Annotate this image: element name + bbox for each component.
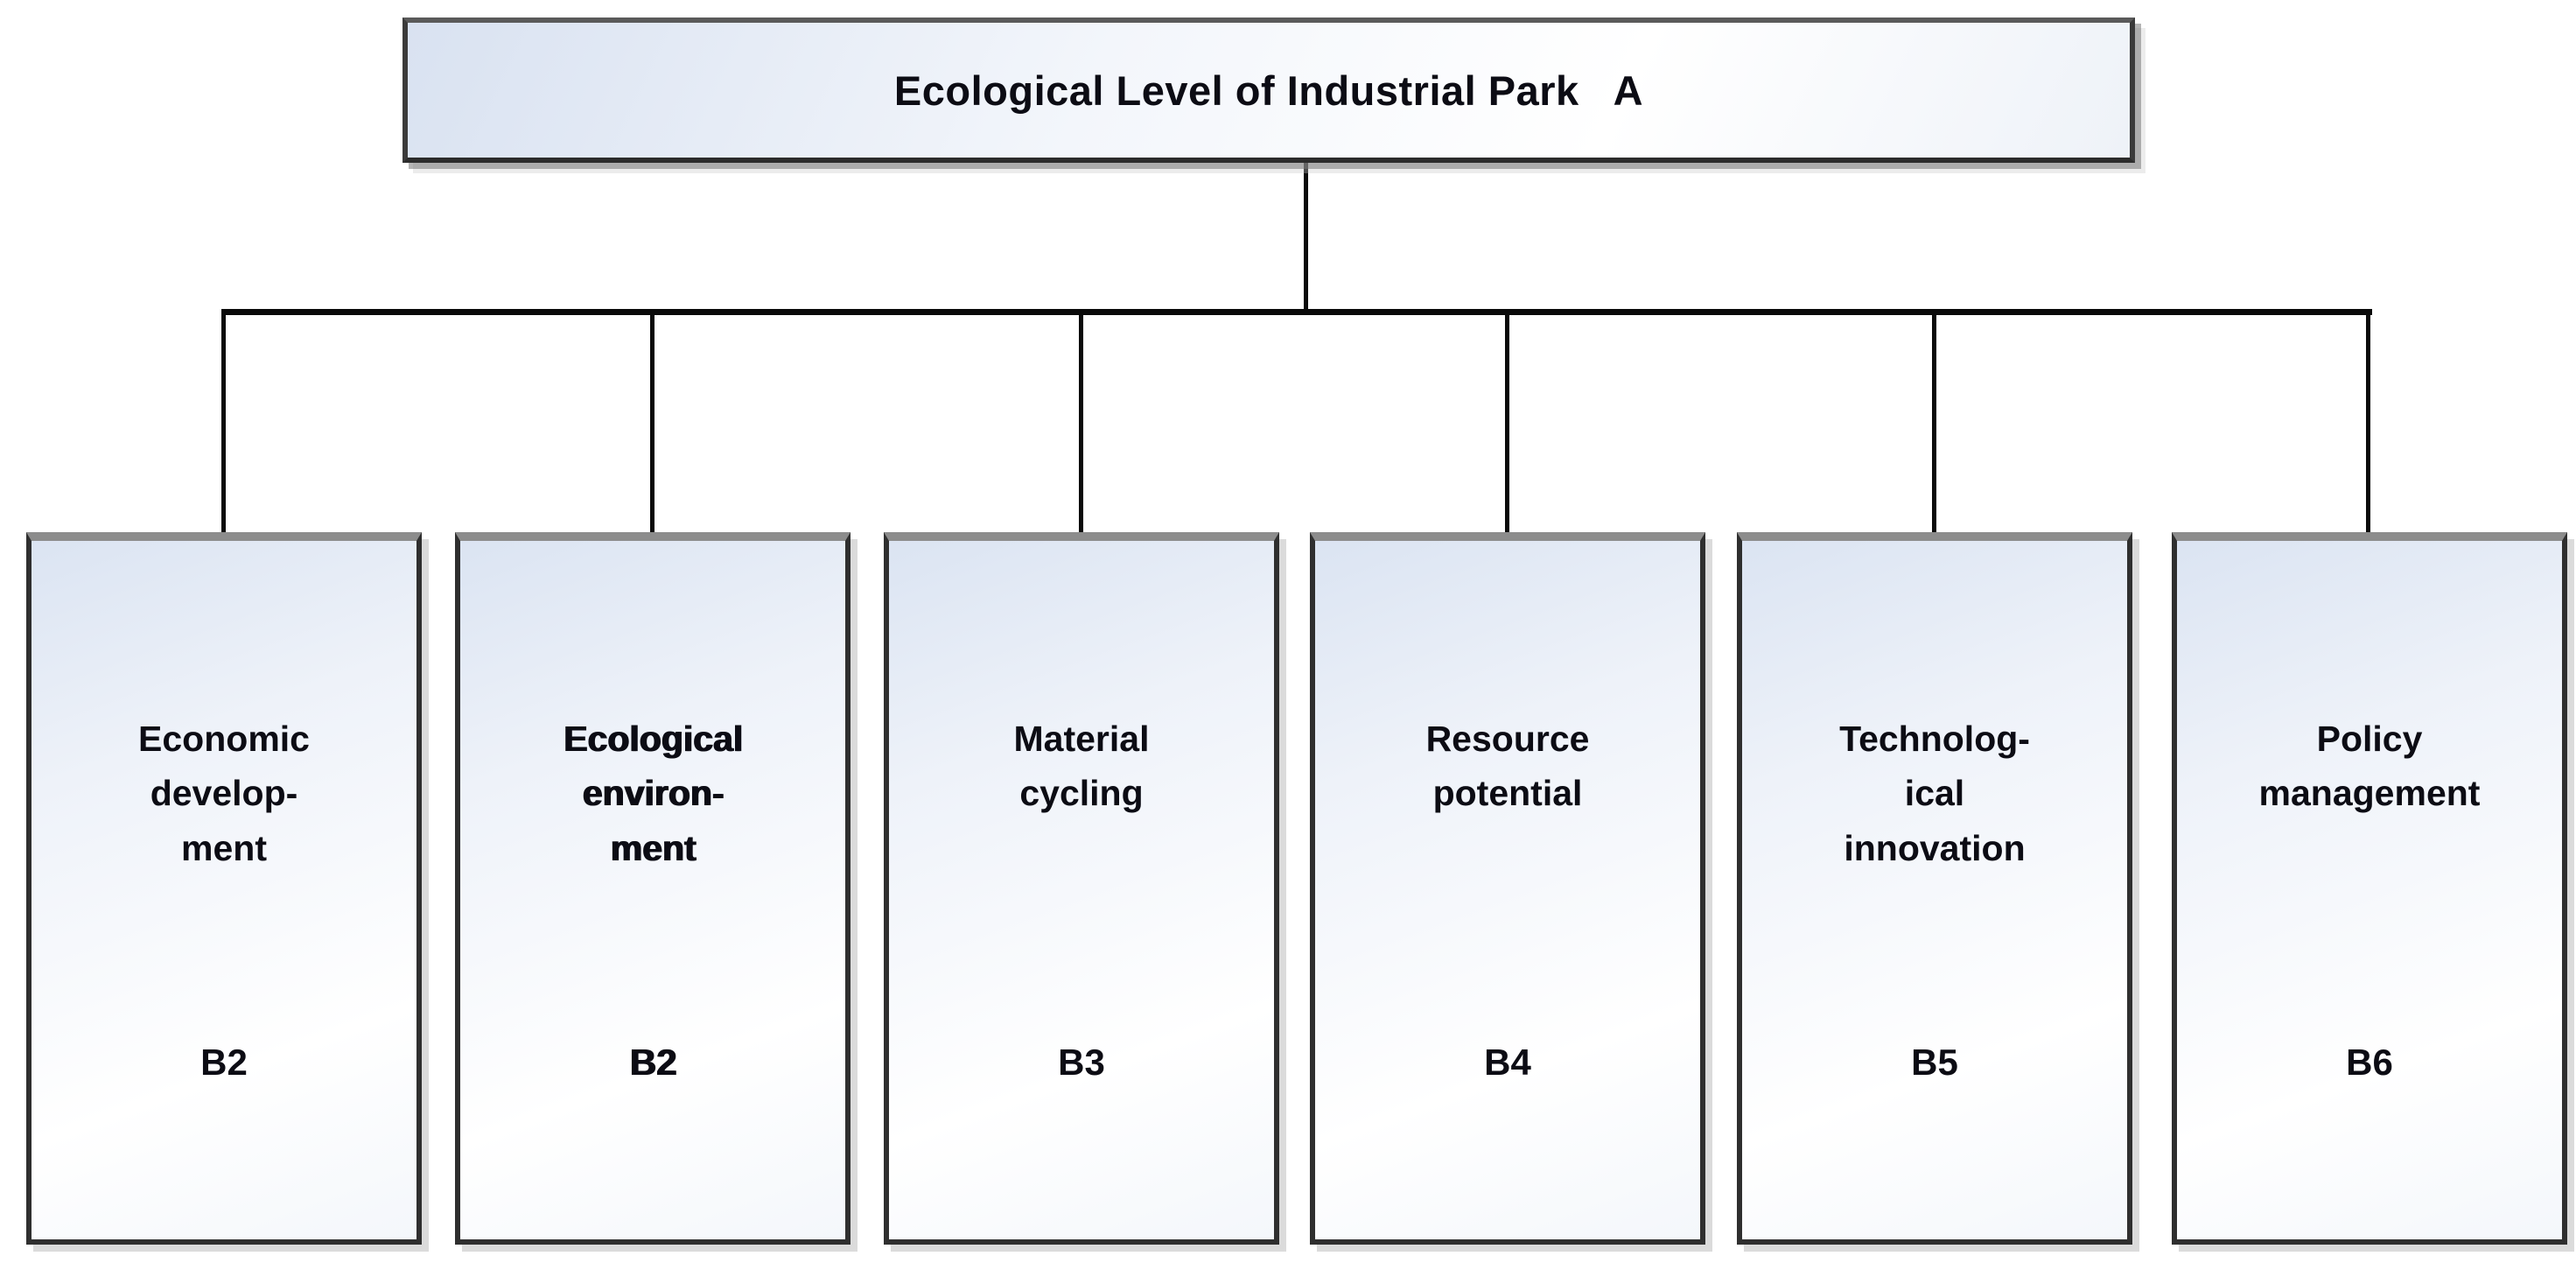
node-label: Technolog- ical innovation (1839, 719, 2030, 868)
node-code: B4 (1484, 1042, 1531, 1083)
node-code: B2 (200, 1042, 248, 1083)
root-node-ecological-level: Ecological Level of Industrial Park A (402, 18, 2135, 163)
node-policy-management: Policy management B6 (2172, 532, 2567, 1245)
connector-drop-2 (650, 312, 654, 538)
connector-horizontal (221, 309, 2372, 315)
node-code: B3 (1058, 1042, 1105, 1083)
connector-drop-3 (1079, 312, 1083, 538)
node-technological-innovation: Technolog- ical innovation B5 (1737, 532, 2132, 1245)
node-ecological-environment: Ecological environ- ment B2 (455, 532, 850, 1245)
node-material-cycling: Material cycling B3 (884, 532, 1279, 1245)
node-code: B6 (2346, 1042, 2393, 1083)
node-label: Resource potential (1425, 719, 1590, 814)
node-code: B2 (629, 1042, 676, 1083)
node-label: Ecological environ- ment (563, 719, 743, 868)
connector-root-stub (1304, 160, 1308, 312)
connector-drop-5 (1932, 312, 1936, 538)
node-label: Economic develop- ment (138, 719, 310, 868)
connector-drop-6 (2366, 312, 2370, 538)
node-code: B5 (1911, 1042, 1958, 1083)
connector-drop-1 (221, 312, 226, 538)
node-resource-potential: Resource potential B4 (1310, 532, 1705, 1245)
node-economic-development: Economic develop- ment B2 (26, 532, 422, 1245)
root-node-label: Ecological Level of Industrial Park A (893, 67, 1644, 114)
node-label: Policy management (2258, 719, 2481, 814)
connector-drop-4 (1505, 312, 1509, 538)
node-label: Material cycling (1013, 719, 1150, 814)
